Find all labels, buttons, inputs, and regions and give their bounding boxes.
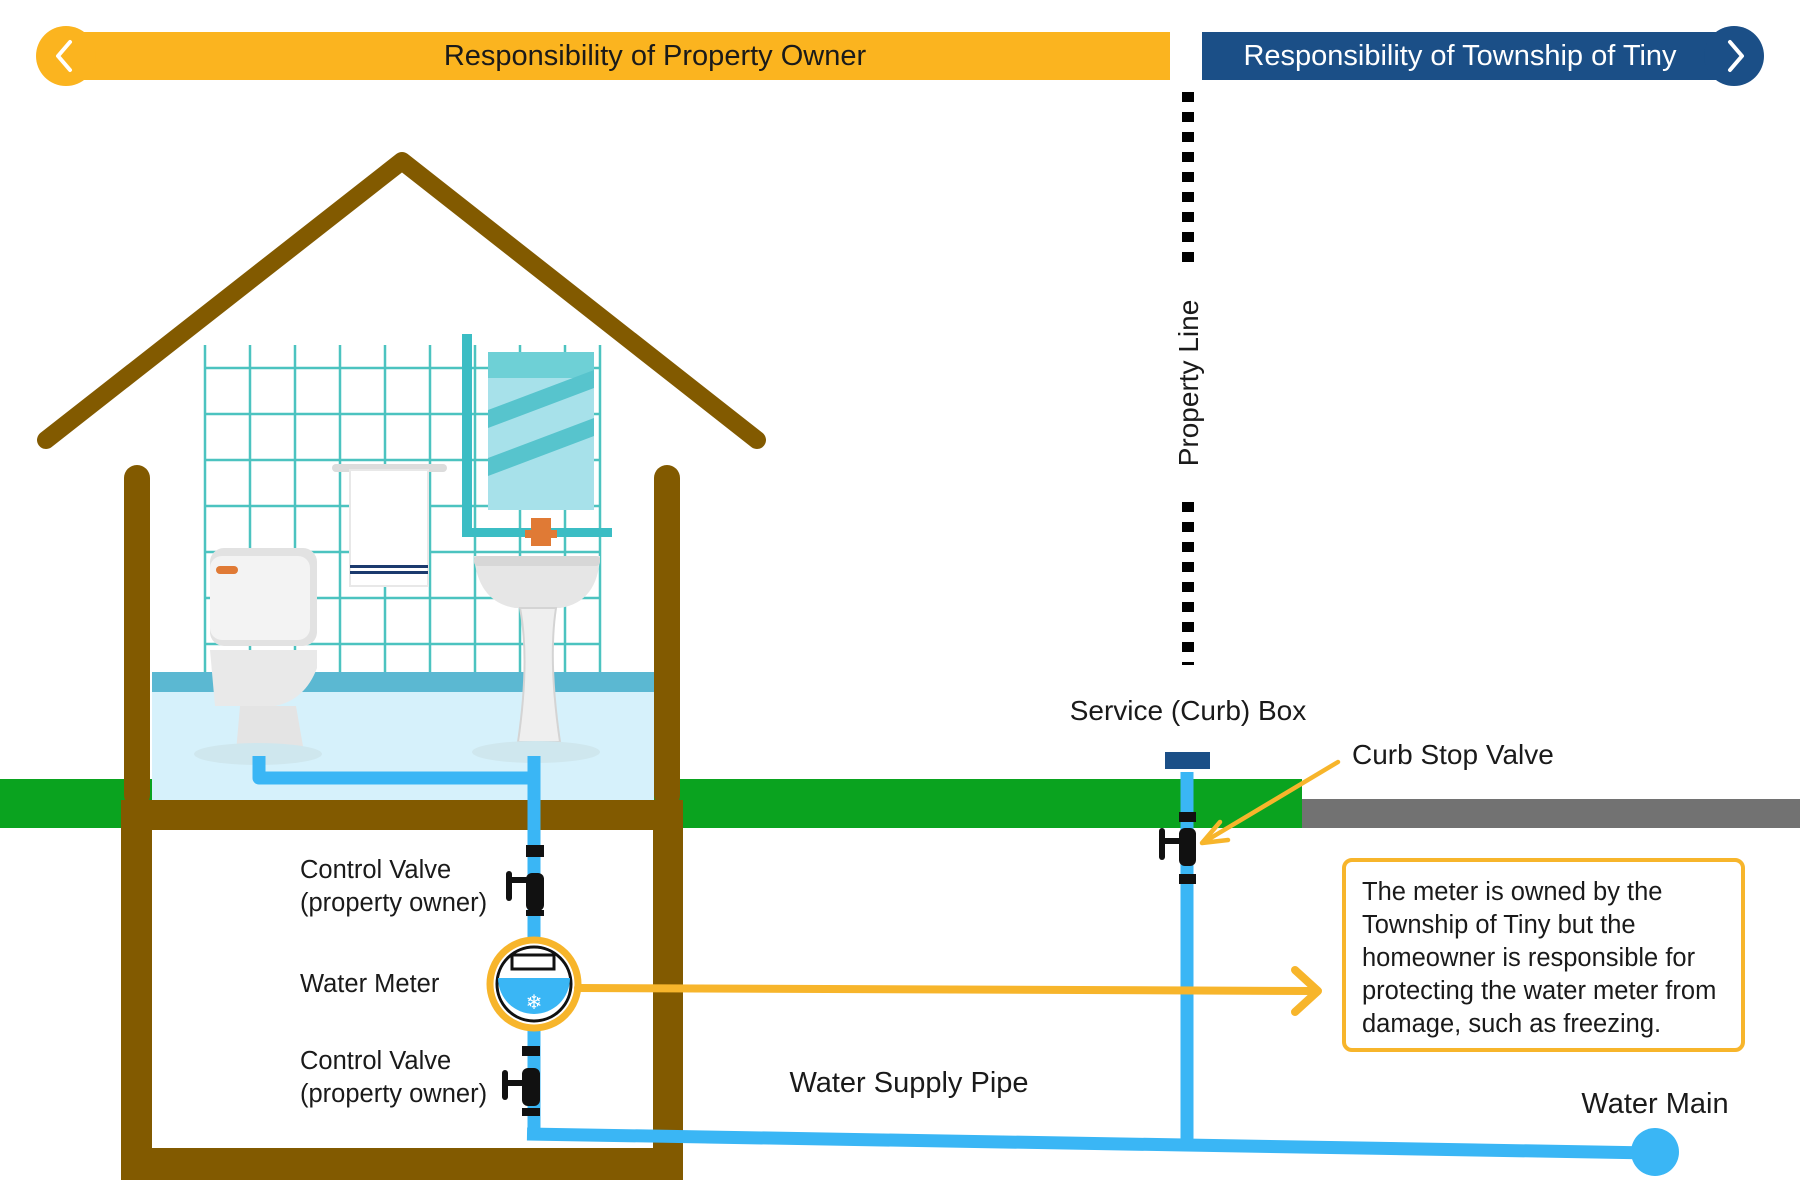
property-line-label: Property Line	[1173, 300, 1204, 467]
mirror	[462, 334, 612, 537]
basement-left-wall	[121, 800, 152, 1180]
chevron-left-icon	[56, 40, 72, 72]
basement-ceiling	[121, 800, 683, 830]
control-valve-bottom-line1: Control Valve	[300, 1047, 451, 1075]
curb-stop-valve-label: Curb Stop Valve	[1352, 739, 1554, 770]
control-valve-top-label: Control Valve (property owner)	[300, 856, 487, 917]
water-supply-pipe-label: Water Supply Pipe	[789, 1067, 1028, 1099]
curb-stop-arrow	[1199, 759, 1341, 846]
control-valve-top-line2: (property owner)	[300, 889, 487, 917]
water-meter-label: Water Meter	[300, 970, 440, 998]
road-strip	[1302, 799, 1800, 828]
township-banner-label: Responsibility of Township of Tiny	[1243, 40, 1677, 72]
control-valve-top-line1: Control Valve	[300, 856, 451, 884]
control-valve-top	[506, 845, 544, 916]
meter-responsibility-note: The meter is owned by the Township of Ti…	[1342, 858, 1745, 1052]
water-main-pipe	[1631, 1128, 1679, 1176]
house-frame	[37, 152, 766, 808]
curb-stop-valve	[1159, 812, 1196, 884]
bathroom-interior	[152, 334, 654, 800]
township-responsibility-banner: Responsibility of Township of Tiny	[1202, 26, 1764, 86]
control-valve-bottom-line2: (property owner)	[300, 1080, 487, 1108]
note-text: The meter is owned by the Township of Ti…	[1362, 878, 1717, 1038]
snowflake-icon: ❄	[526, 990, 543, 1014]
basement-floor	[121, 1148, 683, 1180]
toilet	[194, 548, 322, 765]
service-box-cap	[1165, 752, 1210, 769]
water-meter: ❄	[486, 936, 582, 1032]
chevron-right-icon	[1728, 40, 1744, 72]
owner-responsibility-banner: Responsibility of Property Owner	[36, 26, 1170, 86]
water-main-label: Water Main	[1581, 1088, 1728, 1120]
meter-note-arrow	[574, 966, 1322, 1016]
towel-rack	[332, 464, 447, 587]
owner-banner-label: Responsibility of Property Owner	[444, 40, 867, 72]
control-valve-bottom-label: Control Valve (property owner)	[300, 1047, 487, 1108]
pedestal-sink	[472, 518, 600, 763]
service-box-label: Service (Curb) Box	[1070, 695, 1307, 726]
control-valve-bottom	[502, 1046, 540, 1116]
